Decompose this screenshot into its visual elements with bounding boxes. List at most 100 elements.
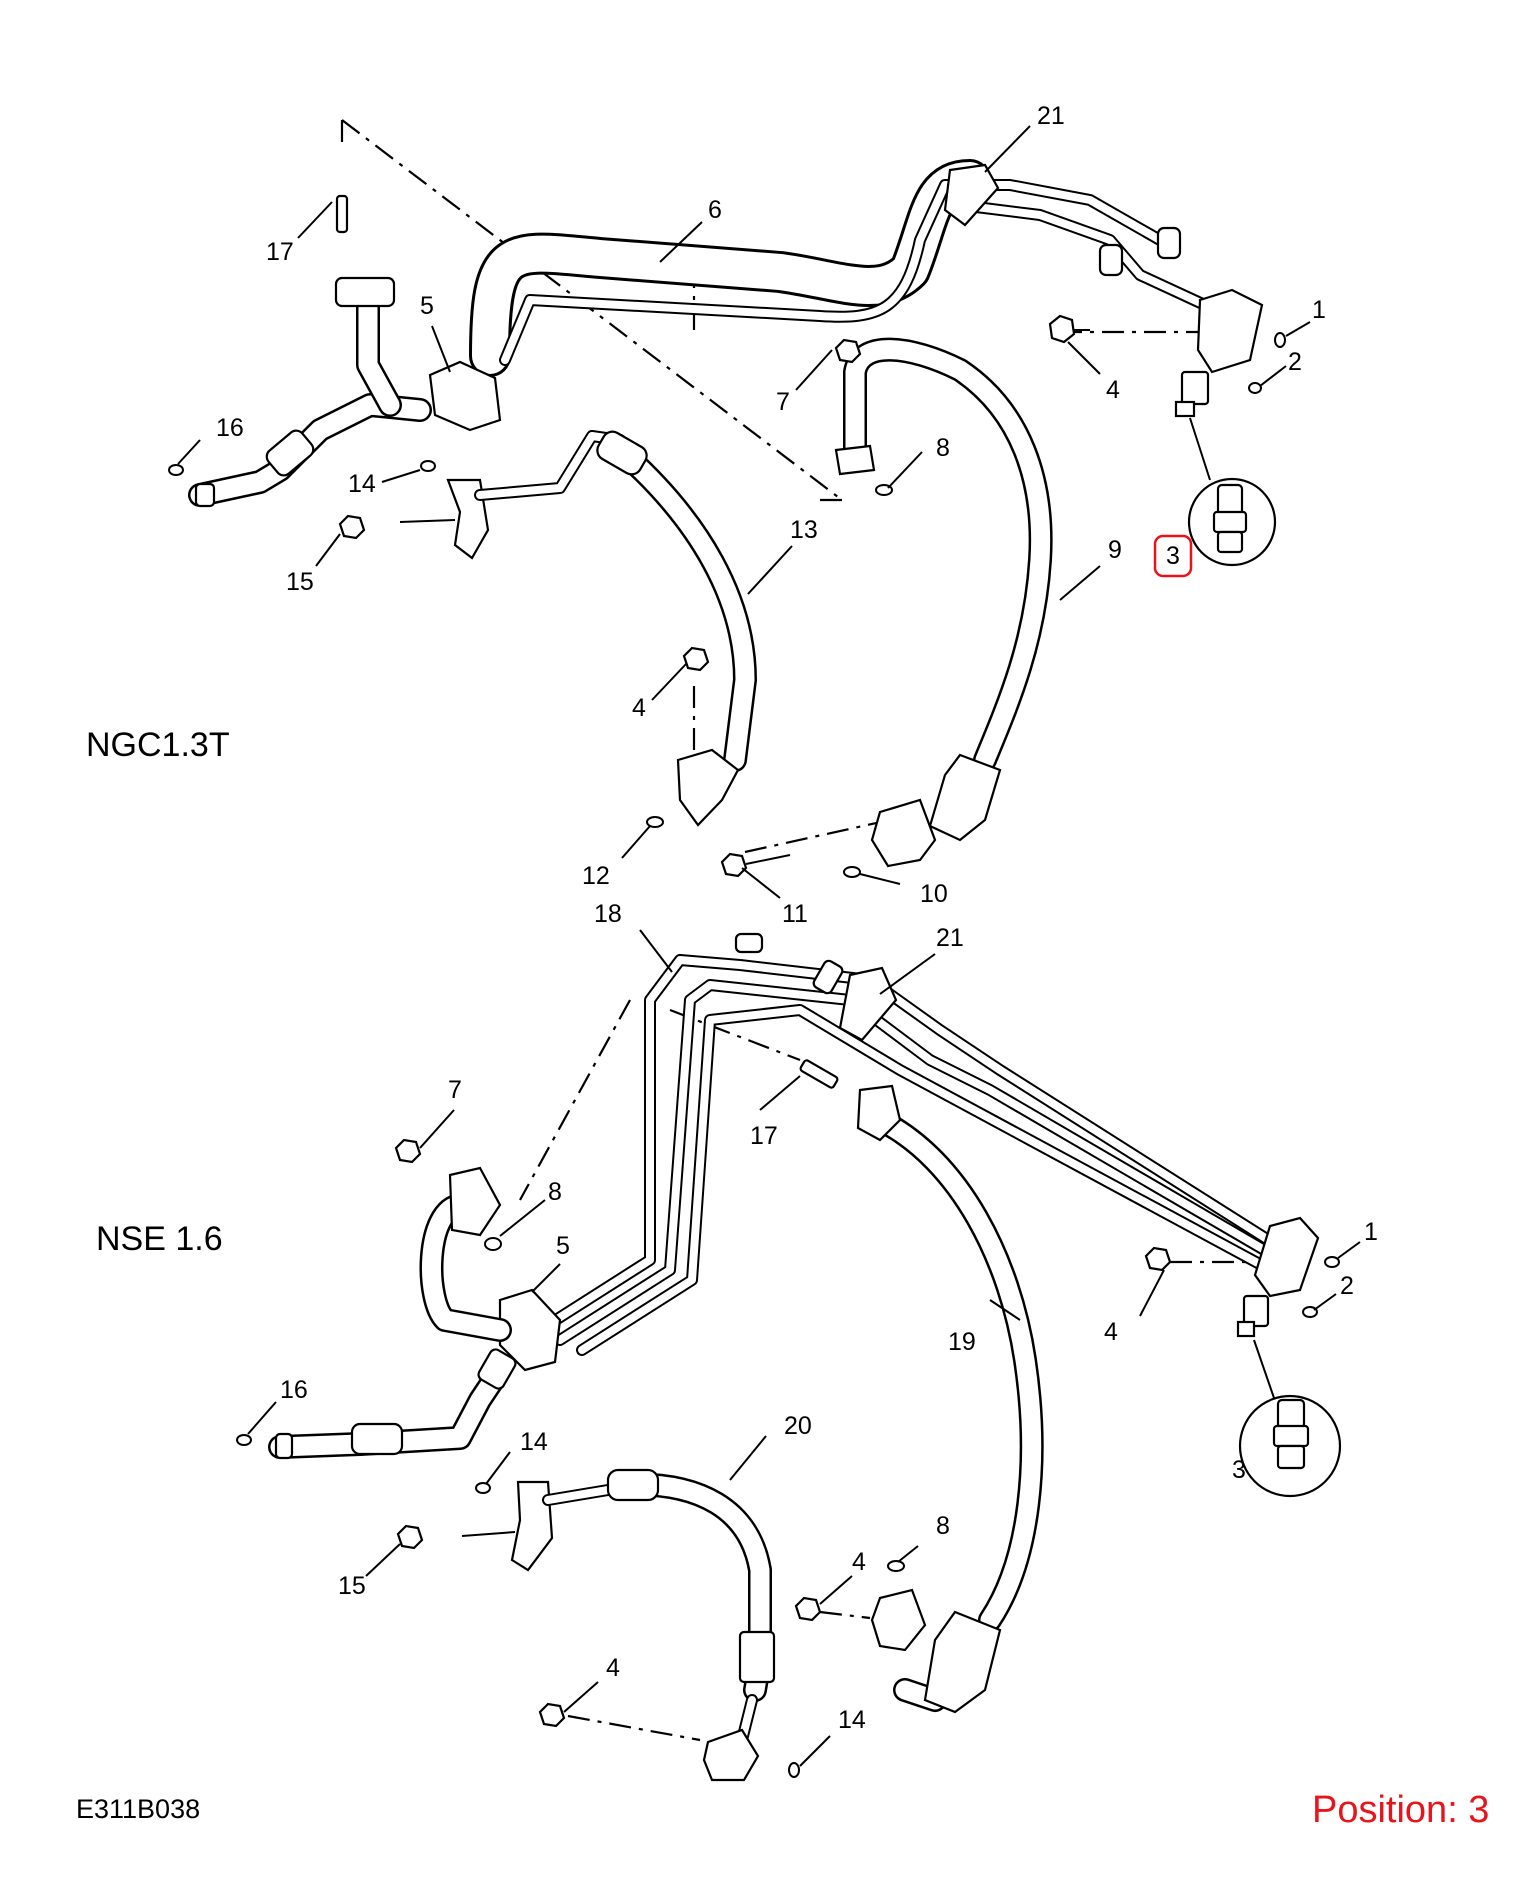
- bolt-11: [720, 852, 748, 878]
- hose-crimp: [265, 429, 315, 477]
- callout-17[interactable]: 17: [750, 1122, 778, 1150]
- callout-7[interactable]: 7: [776, 388, 790, 416]
- variant-label-lower: NSE 1.6: [96, 1220, 223, 1258]
- alignment-line: [567, 1714, 701, 1742]
- callout-5[interactable]: 5: [556, 1232, 570, 1260]
- bracket-14: [510, 1480, 554, 1572]
- pressure-switch-3: [1272, 1424, 1310, 1448]
- o-ring-2: [1248, 382, 1262, 394]
- hose-17-coupling: [334, 276, 396, 308]
- nut-7: [394, 1138, 422, 1164]
- callout-14[interactable]: 14: [348, 470, 376, 498]
- o-ring-8: [484, 1237, 502, 1251]
- callout-4[interactable]: 4: [852, 1548, 866, 1576]
- callout-21[interactable]: 21: [1037, 102, 1065, 130]
- o-ring-2: [1302, 1306, 1318, 1318]
- liquid-hose-13: [474, 430, 757, 772]
- callout-15[interactable]: 15: [338, 1572, 366, 1600]
- callout-20[interactable]: 20: [784, 1412, 812, 1440]
- callout-8[interactable]: 8: [936, 434, 950, 462]
- bracket-8: [448, 1166, 502, 1237]
- callout-6[interactable]: 6: [708, 196, 722, 224]
- suction-pipe-6: [469, 159, 991, 377]
- callout-3[interactable]: 3: [1232, 1456, 1246, 1484]
- position-indicator: Position: 3: [1312, 1789, 1489, 1831]
- callout-18[interactable]: 18: [594, 900, 622, 928]
- callout-17[interactable]: 17: [266, 238, 294, 266]
- callout-16[interactable]: 16: [216, 414, 244, 442]
- pressure-switch-3: [1276, 1444, 1306, 1470]
- callout-2[interactable]: 2: [1288, 348, 1302, 376]
- callout-2[interactable]: 2: [1340, 1272, 1354, 1300]
- callout-4[interactable]: 4: [1106, 376, 1120, 404]
- liquid-hose-20: [542, 1472, 772, 1746]
- callout-13[interactable]: 13: [790, 516, 818, 544]
- o-ring-1: [1324, 1256, 1340, 1268]
- alignment-line: [340, 119, 843, 502]
- pressure-switch-3: [1212, 510, 1248, 534]
- callout-4[interactable]: 4: [606, 1654, 620, 1682]
- pressure-switch-3: [1276, 1398, 1306, 1430]
- stud: [461, 1531, 516, 1537]
- callout-8[interactable]: 8: [548, 1178, 562, 1206]
- pipe-clip-21: [838, 966, 898, 1042]
- callout-16[interactable]: 16: [280, 1376, 308, 1404]
- pressure-switch-port: [1236, 1320, 1256, 1338]
- service-port: [1156, 226, 1182, 260]
- service-port: [1098, 243, 1124, 277]
- nut-15: [396, 1524, 424, 1550]
- condenser-connector-block: [1196, 288, 1264, 374]
- callout-4[interactable]: 4: [632, 694, 646, 722]
- liquid-line-upper: [499, 179, 1226, 366]
- callout-12[interactable]: 12: [582, 862, 610, 890]
- hose-end-fitting: [274, 1432, 294, 1460]
- upper-leaders: [177, 125, 1311, 899]
- o-ring-14: [420, 460, 436, 472]
- alignment-line: [669, 1008, 801, 1062]
- callout-15[interactable]: 15: [286, 568, 314, 596]
- pressure-switch-3: [1216, 530, 1244, 554]
- bolt-4: [682, 646, 710, 672]
- callout-21[interactable]: 21: [936, 924, 964, 952]
- o-ring-16: [168, 464, 184, 476]
- callout-3[interactable]: 3: [1166, 542, 1180, 570]
- callout-9[interactable]: 9: [1108, 536, 1122, 564]
- o-ring-1: [1274, 332, 1286, 348]
- callout-19[interactable]: 19: [948, 1328, 976, 1356]
- pin-17: [335, 194, 349, 234]
- hose-end-fitting: [194, 482, 216, 508]
- callout-5[interactable]: 5: [420, 292, 434, 320]
- callout-4[interactable]: 4: [1104, 1318, 1118, 1346]
- callout-11[interactable]: 11: [782, 900, 808, 928]
- detail-leader: [1253, 1339, 1275, 1399]
- callout-10[interactable]: 10: [920, 880, 948, 908]
- hose-crimp: [350, 1422, 404, 1456]
- stud: [399, 519, 456, 523]
- hose-13-end-block: [676, 748, 740, 827]
- pipe-clip-21: [943, 163, 1000, 227]
- callout-7[interactable]: 7: [448, 1076, 462, 1104]
- detail-leader: [1189, 417, 1211, 481]
- o-ring-12: [646, 816, 664, 828]
- hose-crimp: [606, 1468, 660, 1502]
- muffler: [923, 1610, 1002, 1714]
- condenser-connector-block: [1253, 1216, 1320, 1298]
- callout-14[interactable]: 14: [838, 1706, 866, 1734]
- pressure-switch-3: [1216, 483, 1244, 517]
- o-ring-14: [475, 1482, 491, 1494]
- o-ring-10: [843, 866, 861, 878]
- pressure-switch-port: [1180, 370, 1210, 406]
- callout-1[interactable]: 1: [1364, 1218, 1378, 1246]
- callout-8[interactable]: 8: [936, 1512, 950, 1540]
- variant-label-upper: NGC1.3T: [86, 726, 230, 764]
- callout-14[interactable]: 14: [520, 1428, 548, 1456]
- hose-loop-lower: [419, 1193, 512, 1342]
- o-ring-16: [236, 1434, 252, 1446]
- compressor-fitting: [870, 1588, 927, 1652]
- service-port: [734, 932, 764, 954]
- muffler: [928, 753, 1002, 842]
- bolt-4: [794, 1596, 822, 1622]
- callout-1[interactable]: 1: [1312, 296, 1326, 324]
- pipe-clamp-5: [428, 360, 502, 432]
- upper-assembly: [168, 119, 1286, 878]
